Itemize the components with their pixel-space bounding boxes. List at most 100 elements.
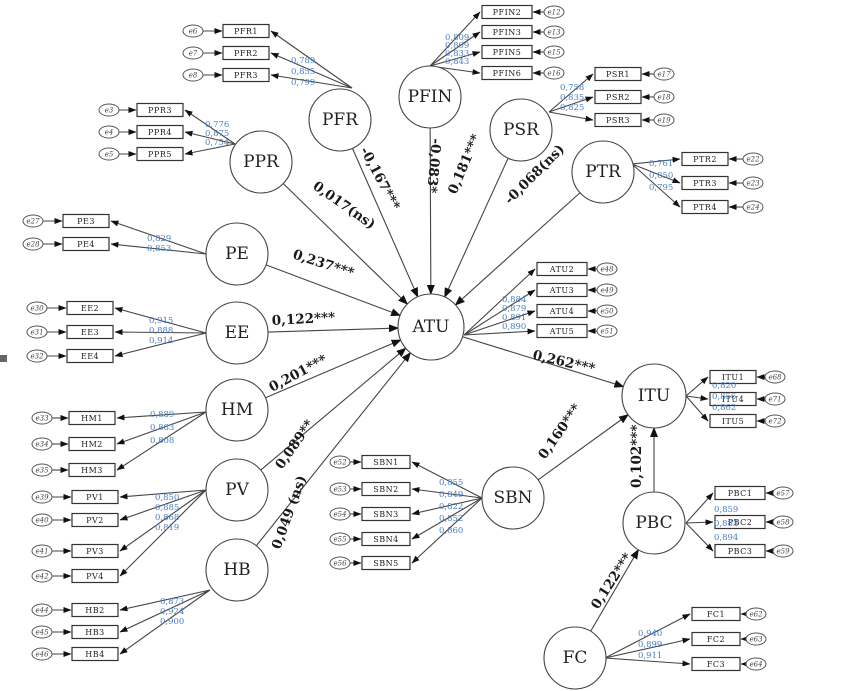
error-ellipse (764, 414, 786, 428)
loading-value: 0,819 (155, 523, 179, 533)
loading-value: 0,754 (205, 138, 229, 148)
error-label: e17 (657, 71, 671, 79)
latent-circle (205, 301, 269, 365)
indicator-label: PE4 (77, 240, 95, 249)
loading-value: 0,888 (149, 326, 173, 336)
indicator-label: PE3 (77, 217, 95, 226)
error-term-e8: e8 (182, 68, 204, 82)
indicator-hm2: HM2 (68, 436, 116, 452)
latent-pbc: PBC (622, 491, 686, 555)
loading-arrow (411, 497, 483, 564)
loading-arrow (119, 489, 207, 500)
latent-label: PE (225, 244, 249, 264)
loading-value: 0,850 (155, 493, 179, 503)
indicator-label: PFIN3 (493, 28, 522, 37)
indicator-box (681, 175, 729, 191)
indicator-box (222, 23, 270, 39)
indicator-pv2: PV2 (71, 512, 119, 528)
error-ellipse (31, 625, 53, 639)
error-ellipse (772, 544, 794, 558)
path-ppr-to-atu (282, 183, 409, 305)
loading-arrow (685, 522, 714, 552)
loading-arrow (411, 486, 483, 499)
error-term-e59: e59 (772, 544, 794, 558)
indicator-atu3: ATU3 (536, 282, 588, 298)
indicator-pbc3: PBC3 (714, 543, 766, 559)
indicator-pv1: PV1 (71, 489, 119, 505)
error-label: e63 (749, 636, 763, 644)
indicator-label: PTR3 (693, 179, 717, 188)
path-coefficient: 0,017(ns) (310, 178, 379, 233)
error-term-e15: e15 (543, 45, 565, 59)
loading-value: 0,875 (205, 129, 229, 139)
indicator-box (481, 24, 533, 40)
error-ellipse (182, 46, 204, 60)
loading-value: 0,862 (712, 403, 736, 413)
error-term-e3: e3 (98, 103, 120, 117)
latent-hm: HM (205, 378, 269, 442)
indicator-label: SBN4 (373, 535, 398, 544)
indicator-box (71, 624, 119, 640)
indicator-box (71, 646, 119, 662)
latent-label: ATU (411, 317, 449, 337)
latent-label: PFR (322, 110, 359, 130)
error-label: e48 (600, 266, 614, 274)
indicator-box (222, 45, 270, 61)
latent-label: SBN (493, 488, 532, 508)
error-term-e62: e62 (745, 607, 767, 621)
indicator-pv4: PV4 (71, 568, 119, 584)
indicator-box (536, 303, 588, 319)
loading-arrow (604, 637, 691, 659)
error-term-e52: e52 (329, 455, 351, 469)
indicator-box (62, 213, 110, 229)
indicator-box (71, 543, 119, 559)
loading-arrow (116, 411, 207, 445)
indicator-box (71, 568, 119, 584)
indicator-box (62, 236, 110, 252)
indicator-label: ITU5 (722, 417, 744, 426)
error-label: e32 (30, 353, 44, 361)
indicator-fc1: FC1 (691, 606, 741, 622)
loading-value: 0,761 (649, 159, 673, 169)
error-label: e52 (333, 459, 347, 467)
loading-value: 0,911 (638, 651, 662, 661)
indicator-label: FC3 (707, 660, 725, 669)
loading-value: 0,850 (649, 171, 673, 181)
loading-value: 0,808 (150, 436, 174, 446)
error-label: e3 (105, 107, 114, 115)
latent-circle (489, 98, 553, 162)
loading-value: 0,852 (439, 514, 463, 524)
edge-marker (0, 355, 7, 362)
indicator-itu4: ITU4 (709, 391, 757, 407)
loading-value: 0,820 (712, 381, 736, 391)
error-term-e24: e24 (742, 200, 764, 214)
loading-arrow (411, 461, 483, 499)
error-ellipse (653, 90, 675, 104)
latent-psr: PSR (489, 98, 553, 162)
loading-value: 0,883 (150, 423, 174, 433)
error-term-e56: e56 (329, 556, 351, 570)
loading-value: 0,879 (502, 304, 526, 314)
latent-label: PBC (635, 513, 672, 533)
error-label: e49 (600, 287, 614, 295)
path-coefficient: 0,262*** (531, 347, 596, 377)
path-psr-to-atu (444, 157, 509, 298)
path-hb-to-atu (255, 352, 412, 547)
indicator-itu1: ITU1 (709, 369, 757, 385)
error-ellipse (31, 463, 53, 477)
indicator-label: FC2 (707, 635, 725, 644)
indicator-label: PTR2 (693, 155, 717, 164)
indicator-box (66, 300, 114, 316)
error-label: e22 (746, 156, 760, 164)
indicator-atu2: ATU2 (536, 261, 588, 277)
loading-value: 0,809 (445, 33, 469, 43)
path-pfr-to-atu (351, 148, 419, 298)
error-ellipse (98, 125, 120, 139)
indicator-label: PV3 (86, 547, 104, 556)
loading-arrow (685, 492, 714, 524)
latent-label: FC (563, 648, 588, 668)
path-coefficient: 0,102*** (629, 425, 645, 488)
latent-fc: FC (543, 626, 607, 690)
error-label: e51 (600, 328, 613, 336)
error-label: e13 (547, 29, 561, 37)
